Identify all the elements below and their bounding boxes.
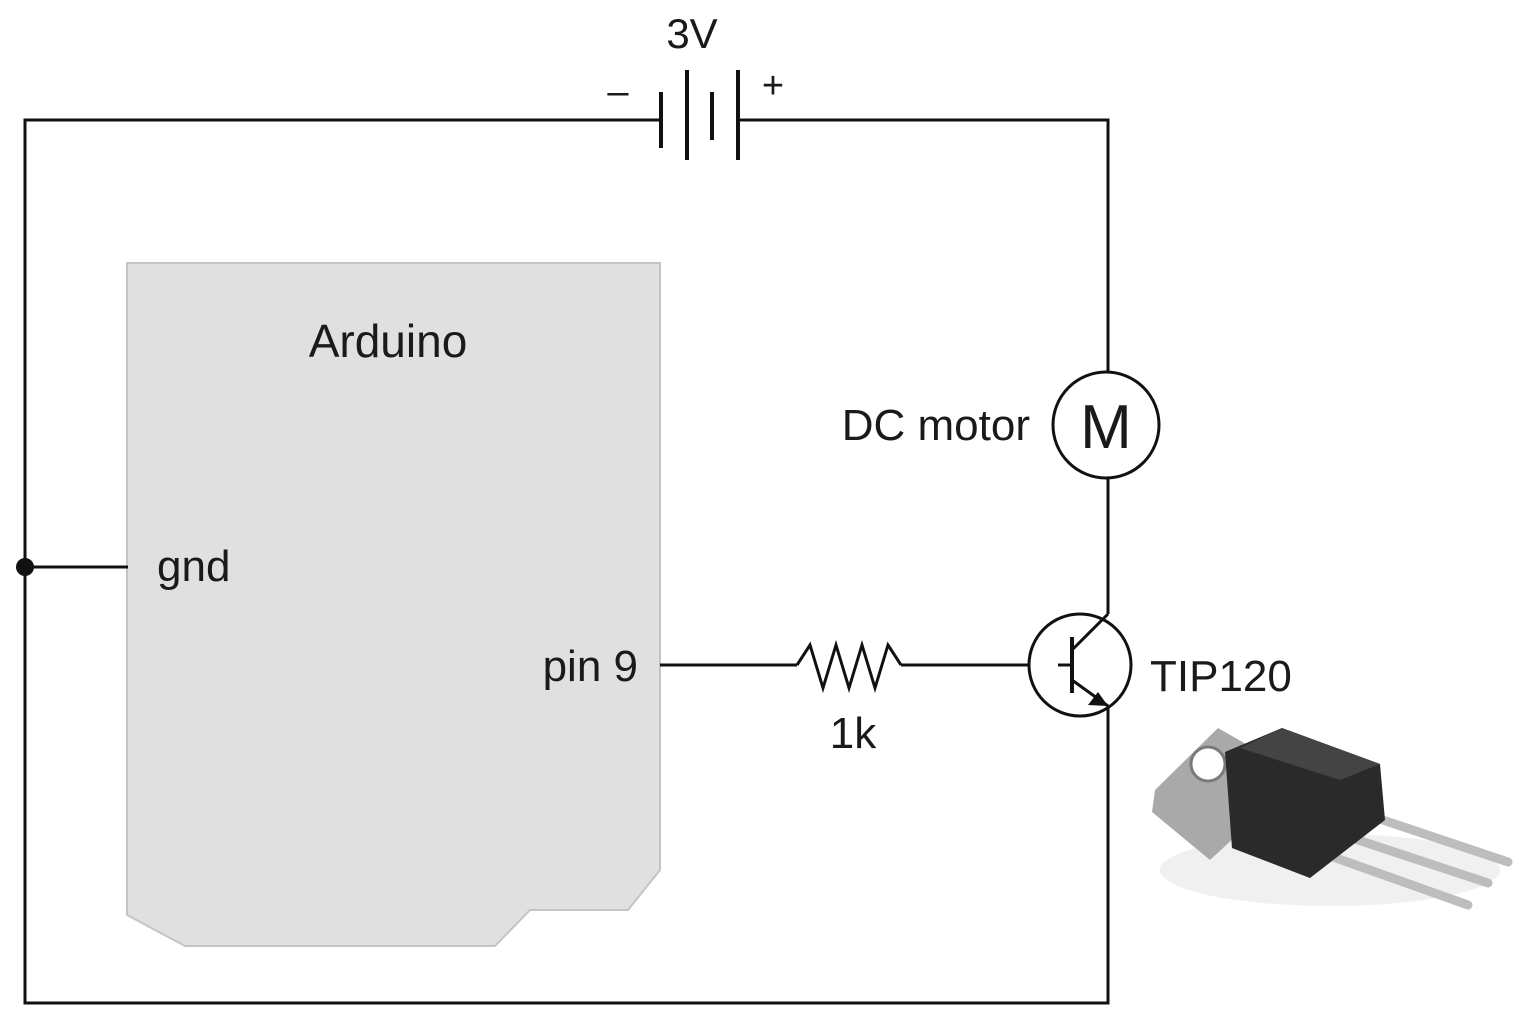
dc-motor-label: DC motor xyxy=(842,401,1030,450)
pin9-label: pin 9 xyxy=(543,642,638,691)
transistor-label: TIP120 xyxy=(1150,652,1292,701)
transistor-symbol xyxy=(1027,612,1133,718)
gnd-label: gnd xyxy=(157,542,230,591)
arduino-label: Arduino xyxy=(309,315,468,367)
arduino-board xyxy=(126,262,661,947)
wire-top-left xyxy=(23,118,1110,1005)
battery-voltage-label: 3V xyxy=(666,10,717,57)
battery-positive-label: + xyxy=(762,65,784,107)
resistor-value-label: 1k xyxy=(830,709,877,758)
battery-negative-label: – xyxy=(607,71,629,113)
motor-symbol-letter: M xyxy=(1080,393,1132,462)
resistor-symbol xyxy=(795,639,903,694)
tip120-package-illustration xyxy=(1152,728,1513,910)
motor-symbol xyxy=(1051,370,1161,480)
battery-symbol xyxy=(659,70,740,160)
wire-top-right xyxy=(740,118,1110,372)
